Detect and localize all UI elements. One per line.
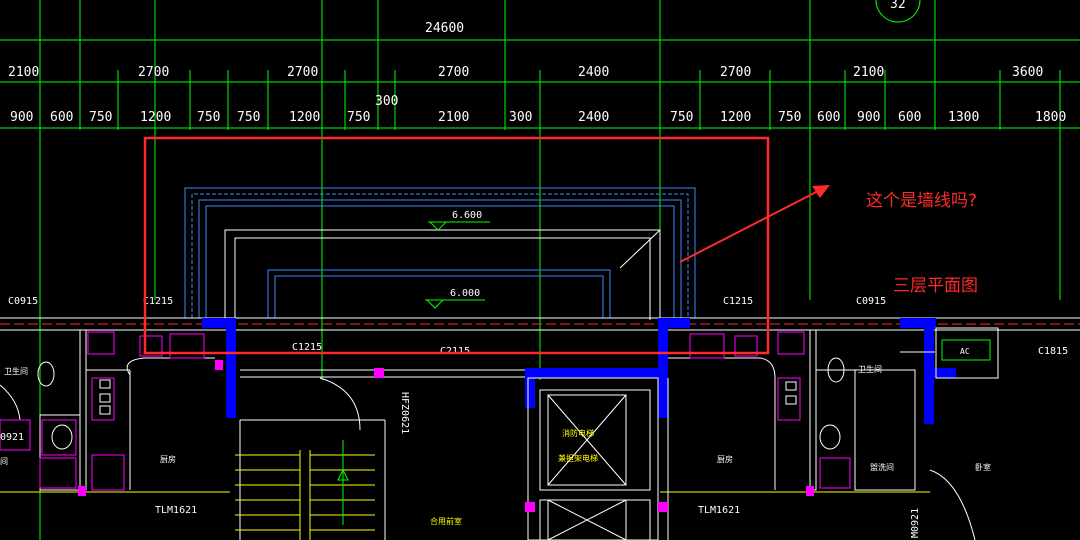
stairwell [235,450,375,540]
elevation-upper: 6.600 [428,210,490,231]
svg-text:2700: 2700 [438,65,469,80]
ac-unit: AC [900,339,991,361]
svg-text:6.600: 6.600 [452,210,482,221]
room-kitchen-right: 厨房 [717,454,733,464]
svg-text:750: 750 [670,110,693,125]
window-c0915-left: C0915 [8,296,38,307]
svg-text:3600: 3600 [1012,65,1043,80]
svg-text:600: 600 [50,110,73,125]
room-kitchen-left: 厨房 [160,454,176,464]
svg-text:600: 600 [817,110,840,125]
room-elevator-stretcher: 兼担架电梯 [558,453,598,463]
room-bath-left: 卫生间 [4,366,28,376]
window-c2115: C2115 [440,346,470,357]
room-partial-left: 间 [0,457,8,466]
window-c1815: C1815 [1038,346,1068,357]
svg-text:900: 900 [857,110,880,125]
svg-text:6.000: 6.000 [450,288,480,299]
window-c1215-right: C1215 [723,296,753,307]
svg-text:600: 600 [898,110,921,125]
columns-magenta [78,360,814,512]
room-corridor: 合用前室 [430,516,462,526]
door-partial-0921: 0921 [0,432,24,443]
fixtures-white [37,357,845,450]
annotation-highlight-box [143,136,770,355]
elevation-lower: 6.000 [425,288,485,309]
svg-text:1300: 1300 [948,110,979,125]
annotation-question: 这个是墙线吗? [866,191,977,211]
svg-text:1200: 1200 [289,110,320,125]
door-hfz: HFZ0621 [399,392,410,434]
room-bedroom-right: 卧室 [975,462,991,472]
fixtures [0,331,851,491]
elevator-shaft [547,394,627,540]
svg-text:750: 750 [89,110,112,125]
dim-overall: 24600 [425,21,464,36]
door-tlm-right: TLM1621 [698,505,740,516]
svg-text:750: 750 [237,110,260,125]
parapet-outline [184,187,696,318]
stair-arrow [337,440,349,525]
annotation-arrow [679,185,830,263]
window-c1215-mid: C1215 [292,342,322,353]
door-m0921: M0921 [910,508,921,538]
axis-bubble [875,0,921,23]
svg-text:1800: 1800 [1035,110,1066,125]
room-bath-right: 卫生间 [858,364,882,374]
dim-row2: 900 600 750 1200 750 750 1200 750 300 21… [10,94,1066,125]
window-c0915-right: C0915 [856,296,886,307]
annotation-plan-title: 三层平面图 [893,276,978,296]
svg-text:750: 750 [347,110,370,125]
window-c1215-left: C1215 [143,296,173,307]
svg-text:2400: 2400 [578,65,609,80]
walls [202,318,956,424]
svg-text:300: 300 [375,94,398,109]
svg-text:2700: 2700 [138,65,169,80]
room-elevator-fire: 消防电梯 [562,428,594,438]
axis-bubble-label: 32 [890,0,906,12]
svg-text:750: 750 [197,110,220,125]
ac-label: AC [960,347,970,356]
room-wash-right: 盥洗间 [870,462,894,472]
interior-walls [0,327,999,540]
svg-text:2700: 2700 [720,65,751,80]
dim-row1: 2100 2700 2700 2700 2400 2700 2100 3600 [8,65,1043,80]
svg-text:2700: 2700 [287,65,318,80]
svg-text:2100: 2100 [438,110,469,125]
svg-text:750: 750 [778,110,801,125]
svg-text:2400: 2400 [578,110,609,125]
door-tlm-left: TLM1621 [155,505,197,516]
svg-text:300: 300 [509,110,532,125]
inner-outline [224,229,661,320]
svg-text:2100: 2100 [853,65,884,80]
svg-text:2100: 2100 [8,65,39,80]
svg-text:1200: 1200 [720,110,751,125]
svg-text:900: 900 [10,110,33,125]
svg-text:1200: 1200 [140,110,171,125]
